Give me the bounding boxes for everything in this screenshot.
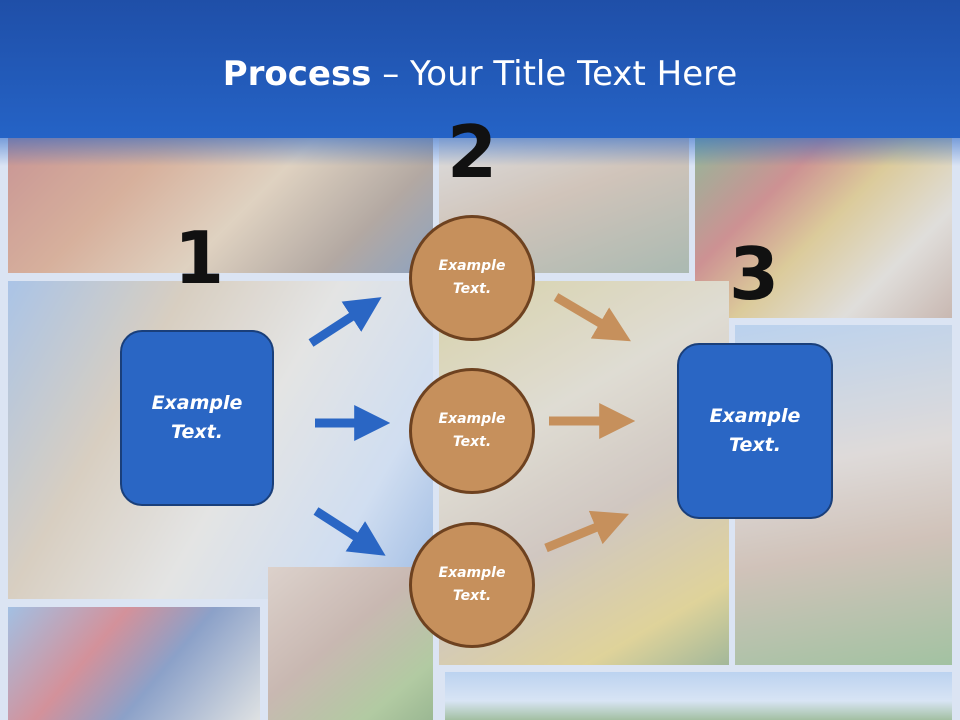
start-box-line1: Example bbox=[151, 392, 243, 414]
end-box[interactable]: Example Text. bbox=[677, 343, 833, 519]
step-number-3: 3 bbox=[728, 232, 780, 316]
arrow-blue-up bbox=[308, 297, 382, 347]
circle-top-line1: Example bbox=[438, 258, 506, 274]
circle-middle[interactable]: Example Text. bbox=[409, 368, 535, 494]
circle-bottom-line2: Text. bbox=[452, 588, 492, 604]
title-bold: Process bbox=[222, 54, 372, 94]
end-box-line1: Example bbox=[709, 405, 801, 427]
arrow-brown-up bbox=[544, 510, 629, 553]
circle-bottom-line1: Example bbox=[438, 565, 506, 581]
header-fade bbox=[0, 138, 960, 166]
slide-title: Process – Your Title Text Here bbox=[0, 52, 960, 96]
circle-middle-line2: Text. bbox=[452, 434, 492, 450]
arrow-brown-down bbox=[553, 293, 631, 342]
circle-top-line2: Text. bbox=[452, 281, 492, 297]
title-rest: – Your Title Text Here bbox=[371, 54, 738, 94]
step-number-2: 2 bbox=[446, 110, 498, 194]
start-box-line2: Text. bbox=[171, 421, 223, 443]
start-box[interactable]: Example Text. bbox=[120, 330, 274, 506]
end-box-line2: Text. bbox=[729, 434, 781, 456]
circle-bottom[interactable]: Example Text. bbox=[409, 522, 535, 648]
step-number-1: 1 bbox=[173, 216, 225, 300]
circle-middle-line1: Example bbox=[438, 411, 506, 427]
header-band bbox=[0, 0, 960, 138]
arrow-blue-down bbox=[313, 507, 386, 556]
circle-top[interactable]: Example Text. bbox=[409, 215, 535, 341]
